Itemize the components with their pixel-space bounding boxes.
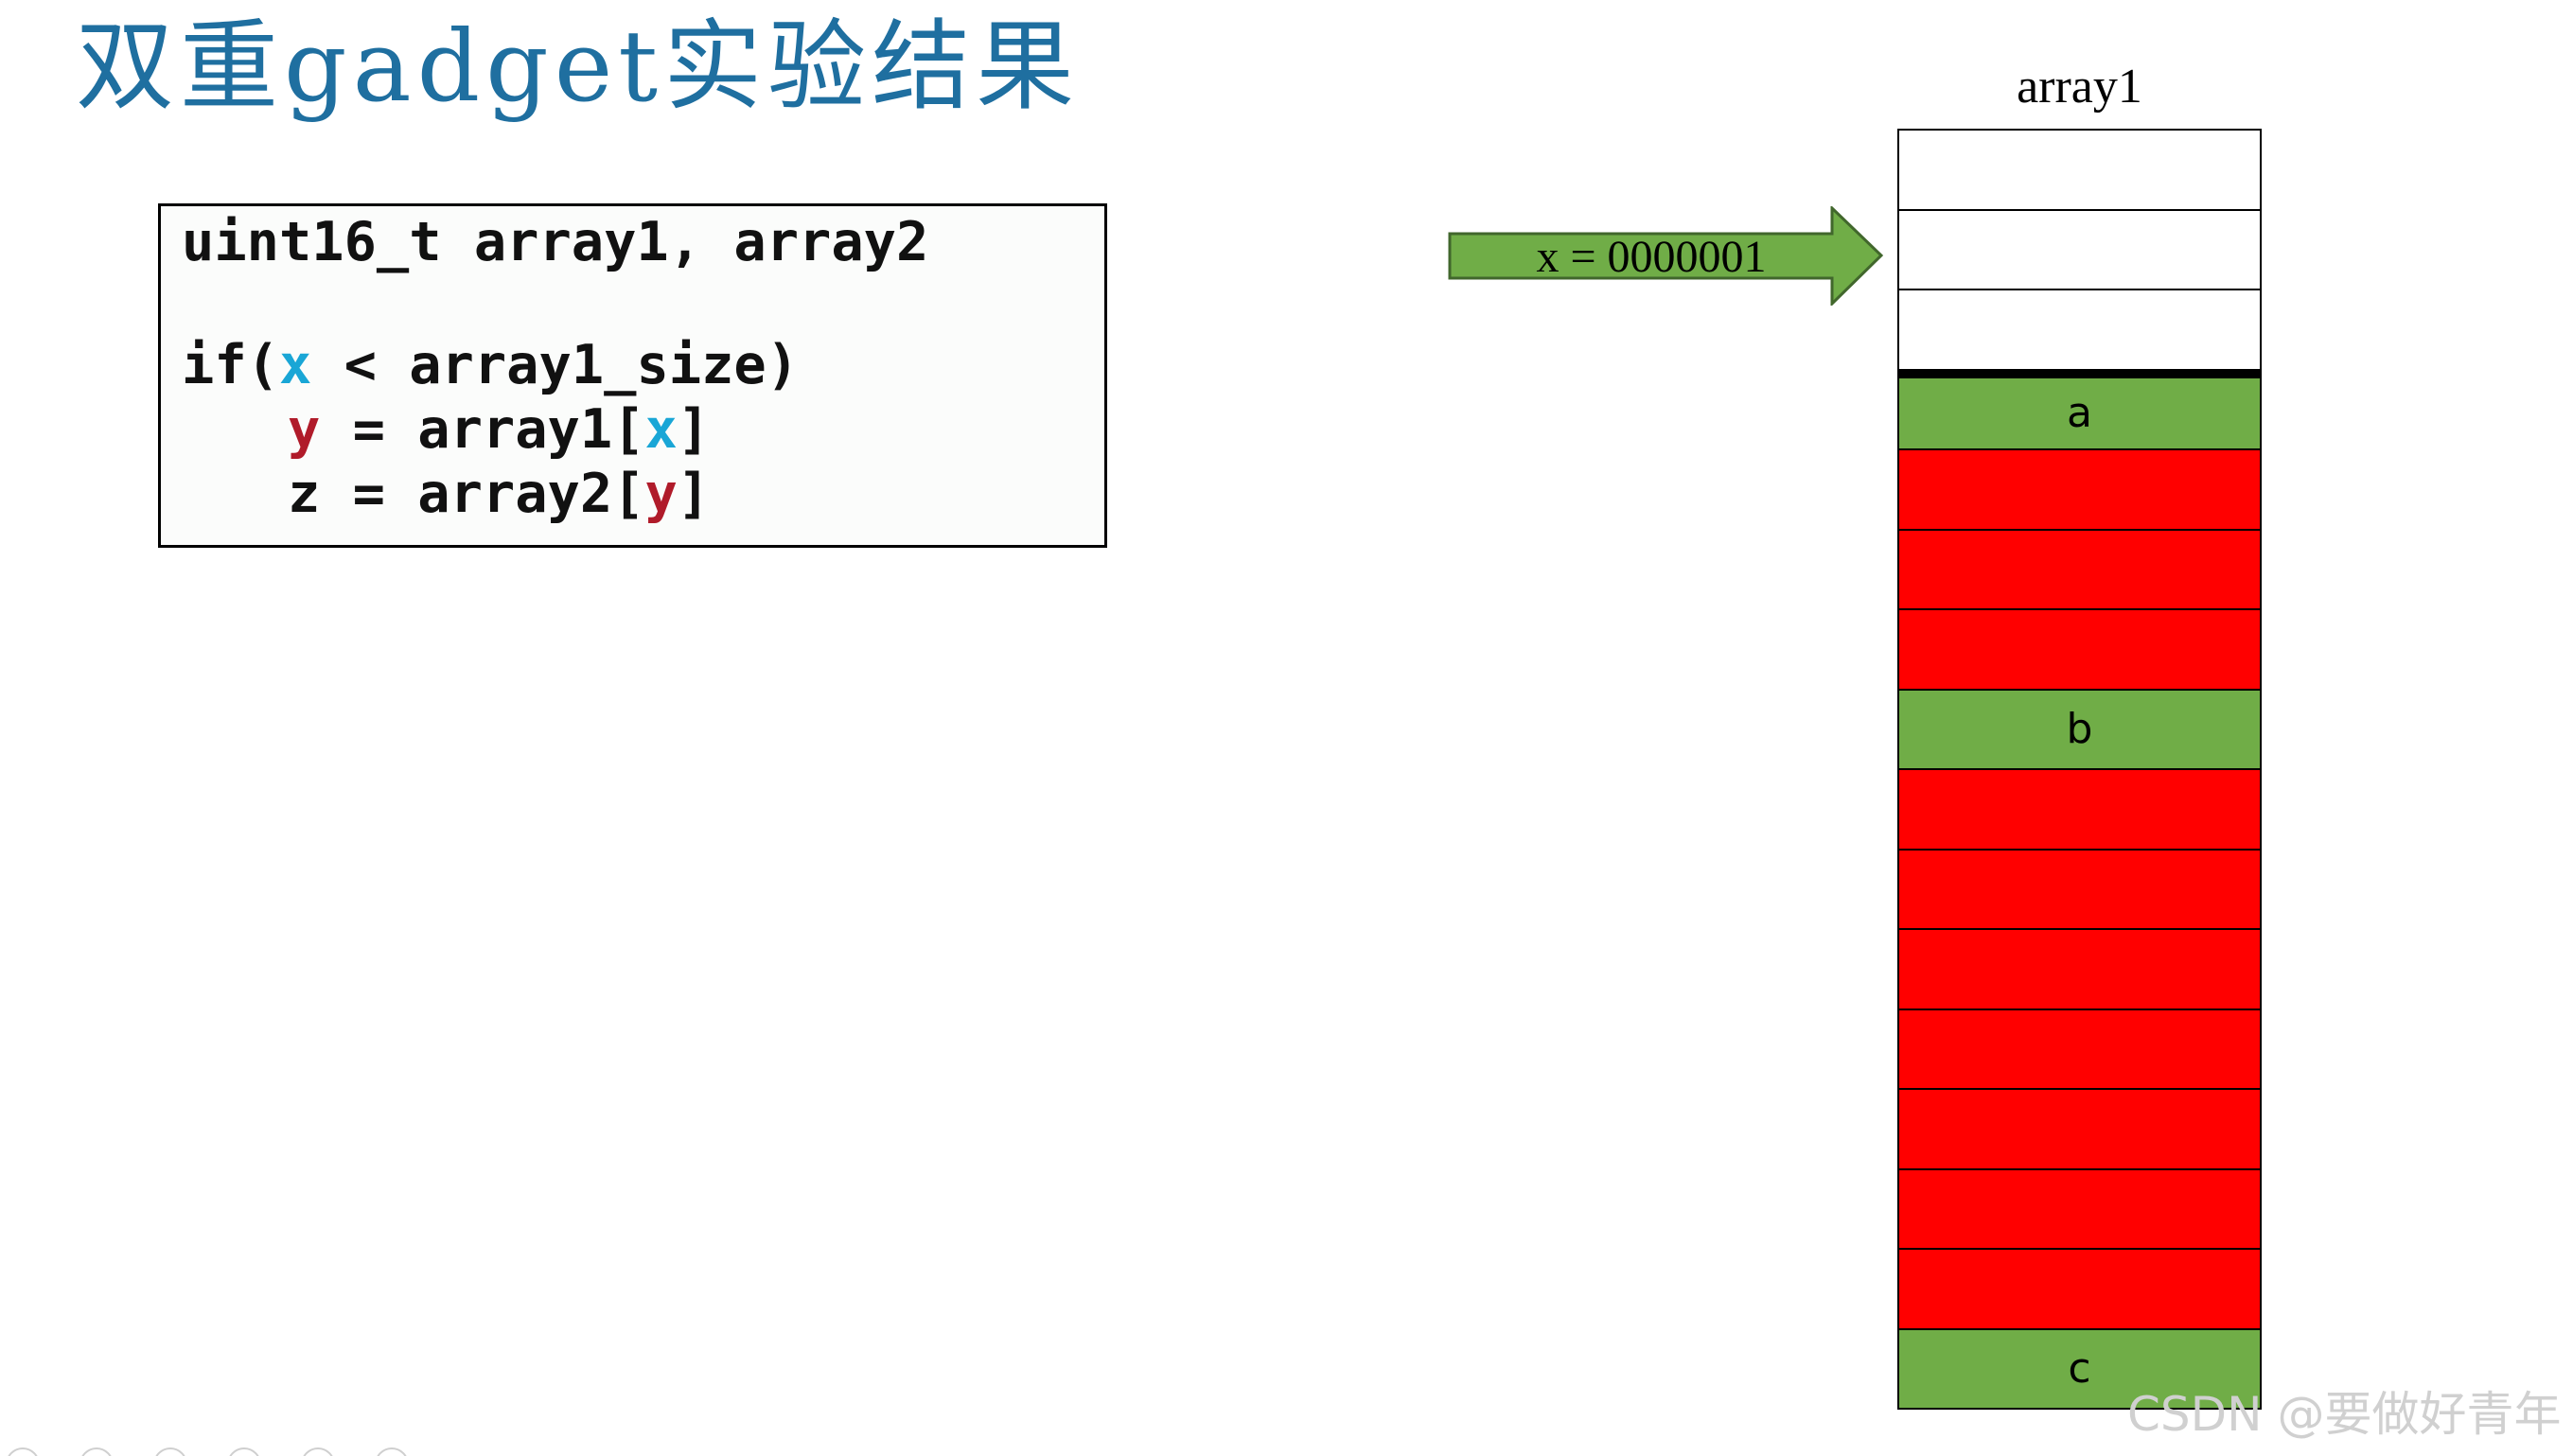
array-cell: c [1897,1327,2262,1410]
dot-icon [301,1447,335,1456]
dot-icon [153,1447,187,1456]
array-cell [1897,208,2262,290]
code-var-y: y [288,398,321,461]
dot-icon [6,1447,40,1456]
dot-icon [227,1447,261,1456]
code-text: z = array2[ [288,463,645,525]
code-text: if( [182,334,279,396]
code-line-declaration: uint16_t array1, array2 [182,211,929,273]
code-line-y-assign: y = array1[x] [182,397,1104,462]
array-cell: a [1897,368,2262,450]
array-cell [1897,448,2262,531]
code-line-if: if(x < array1_size) [182,333,1104,397]
pointer-arrow-shape [1448,206,1883,306]
code-text: ] [677,463,711,525]
code-text: = array1[ [320,398,645,461]
code-var-x: x [644,398,678,461]
code-var-y: y [644,463,678,525]
watermark: CSDN @要做好青年 [2127,1387,2562,1442]
array-cell [1897,1088,2262,1170]
array-cell [1897,528,2262,610]
dot-icon [375,1447,409,1456]
code-line-z-assign: z = array2[y] [182,462,1104,526]
code-text: < array1_size) [311,334,800,396]
array-cell: b [1897,688,2262,770]
code-blank-line [182,274,1104,333]
memory-array: a b c [1897,129,2262,1410]
array-cell [1897,1167,2262,1250]
pointer-label: x = 0000001 [1536,232,1767,282]
pointer-arrow-icon [1448,206,1883,306]
array-cell [1897,768,2262,851]
array-cell [1897,1248,2262,1330]
array-cell [1897,129,2262,211]
dot-icon [79,1447,114,1456]
array-cell [1897,608,2262,691]
array-cell [1897,848,2262,930]
code-text: ] [677,398,711,461]
array-cell [1897,928,2262,1010]
array-cell [1897,1008,2262,1090]
array-title: array1 [2017,60,2142,114]
slide-dots [0,1446,435,1456]
slide-title: 双重gadget实验结果 [76,9,1081,124]
code-var-x: x [278,334,312,396]
array-cell [1897,289,2262,371]
code-snippet: uint16_t array1, array2 if(x < array1_si… [158,203,1107,548]
